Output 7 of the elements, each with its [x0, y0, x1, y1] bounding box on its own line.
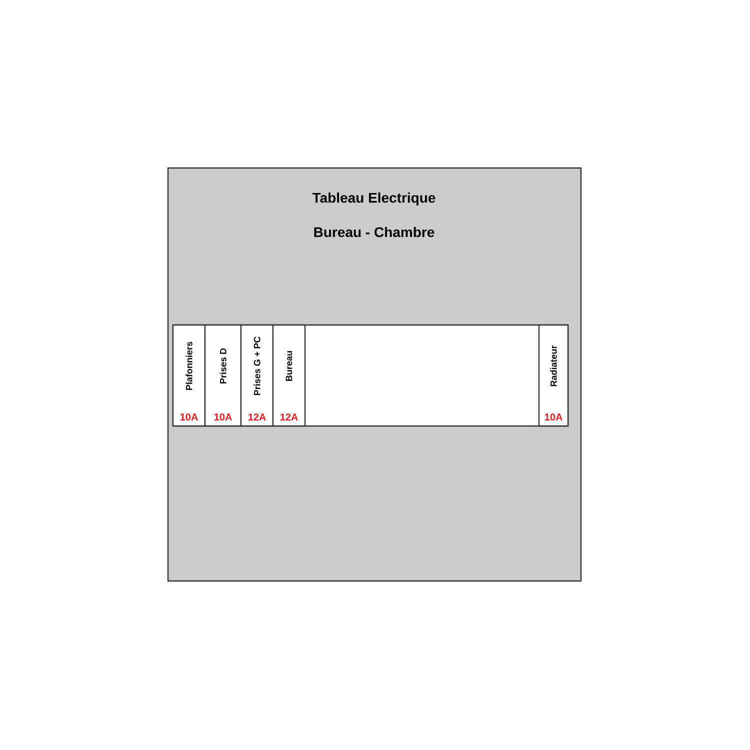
breaker-module: Bureau 12A	[272, 324, 306, 427]
breaker-module: Radiateur 10A	[538, 324, 569, 427]
breaker-module: Prises G + PC 12A	[240, 324, 274, 427]
breaker-module: Plafonniers 10A	[172, 324, 206, 427]
breaker-module: Prises D 10A	[204, 324, 242, 427]
panel-title: Bureau - Chambre	[314, 226, 434, 238]
panel-title: Tableau Electrique	[312, 192, 436, 206]
